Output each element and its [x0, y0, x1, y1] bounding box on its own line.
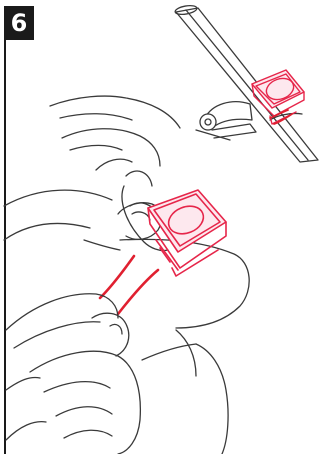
hand-icon — [6, 294, 228, 454]
hand-icon — [4, 96, 180, 250]
computer-mount-icon — [148, 190, 226, 276]
handlebar-tube-main — [120, 239, 249, 376]
rubber-band-icon — [100, 256, 158, 314]
